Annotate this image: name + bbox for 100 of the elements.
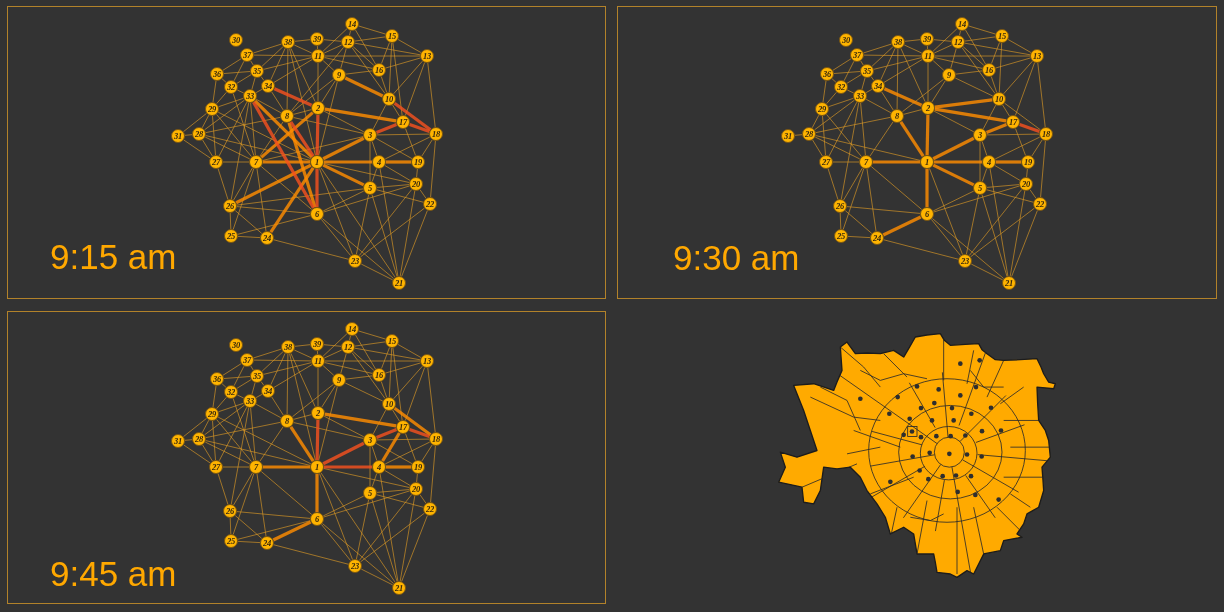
network-link bbox=[430, 140, 436, 198]
network-node: 16 bbox=[982, 63, 996, 77]
network-node: 27 bbox=[209, 155, 223, 169]
network-link bbox=[360, 263, 394, 281]
network-link bbox=[392, 104, 400, 117]
network-node: 25 bbox=[834, 229, 848, 243]
network-link bbox=[376, 189, 424, 203]
network-link bbox=[991, 42, 1000, 64]
network-link bbox=[1029, 189, 1037, 199]
network-link bbox=[371, 499, 398, 582]
network-link bbox=[397, 39, 422, 53]
network-link bbox=[205, 421, 281, 439]
network-link bbox=[317, 62, 319, 102]
network-link bbox=[965, 194, 980, 255]
network-node: 6 bbox=[920, 207, 934, 221]
network-link bbox=[902, 78, 944, 113]
network-link bbox=[360, 512, 425, 563]
network-link bbox=[883, 59, 923, 83]
network-node: 8 bbox=[280, 109, 294, 123]
network-link bbox=[250, 102, 256, 156]
network-link bbox=[979, 141, 981, 182]
network-link bbox=[263, 57, 312, 70]
network-link bbox=[218, 406, 248, 462]
network-link bbox=[230, 102, 250, 200]
network-link bbox=[255, 88, 263, 94]
network-link bbox=[345, 70, 373, 75]
network-node: 19 bbox=[411, 460, 425, 474]
network-node: 5 bbox=[363, 181, 377, 195]
network-link bbox=[261, 351, 284, 372]
network-node: 35 bbox=[860, 64, 874, 78]
network-link bbox=[933, 185, 1020, 213]
network-link bbox=[380, 76, 388, 93]
network-link bbox=[323, 185, 410, 213]
network-link bbox=[371, 473, 378, 487]
network-link bbox=[404, 62, 426, 116]
network-link bbox=[321, 385, 336, 408]
network-node: 21 bbox=[392, 276, 406, 290]
network-link bbox=[828, 97, 854, 108]
network-node: 4 bbox=[372, 155, 386, 169]
network-node: 29 bbox=[815, 102, 829, 116]
network-link bbox=[322, 190, 365, 212]
network-node: 10 bbox=[382, 397, 396, 411]
network-link bbox=[986, 184, 1020, 188]
network-node: 1 bbox=[310, 460, 324, 474]
network-link bbox=[233, 167, 253, 201]
network-link bbox=[260, 471, 313, 515]
network-link bbox=[351, 352, 386, 399]
network-node: 26 bbox=[833, 199, 847, 213]
network-link bbox=[931, 218, 1005, 279]
network-link bbox=[222, 466, 250, 468]
network-link bbox=[251, 382, 256, 395]
network-node: 5 bbox=[363, 486, 377, 500]
network-link bbox=[929, 168, 963, 255]
network-node: 21 bbox=[1002, 276, 1016, 290]
network-link bbox=[289, 353, 316, 461]
network-link bbox=[352, 351, 375, 371]
network-link bbox=[405, 128, 416, 156]
network-link bbox=[393, 101, 432, 132]
network-link bbox=[1007, 39, 1032, 53]
network-link bbox=[183, 112, 207, 133]
network-node: 12 bbox=[341, 35, 355, 49]
graph-panel bbox=[7, 6, 606, 299]
network-link bbox=[236, 379, 252, 389]
network-node: 15 bbox=[385, 29, 399, 43]
network-link bbox=[292, 383, 334, 418]
network-link bbox=[421, 444, 433, 462]
network-link bbox=[315, 419, 320, 461]
network-link bbox=[320, 167, 396, 278]
network-link bbox=[1031, 139, 1043, 157]
network-node: 15 bbox=[385, 334, 399, 348]
network-link bbox=[236, 206, 311, 214]
network-link bbox=[954, 77, 994, 97]
network-node: 19 bbox=[411, 155, 425, 169]
network-link bbox=[1004, 102, 1041, 131]
network-node: 27 bbox=[819, 155, 833, 169]
network-link bbox=[962, 46, 985, 66]
network-link bbox=[1011, 210, 1038, 277]
network-link bbox=[324, 360, 421, 362]
network-link bbox=[866, 168, 877, 232]
network-link bbox=[932, 190, 975, 212]
network-link bbox=[1026, 168, 1028, 178]
network-node: 3 bbox=[363, 128, 377, 142]
network-link bbox=[260, 111, 314, 159]
network-link bbox=[358, 25, 386, 35]
network-node: 32 bbox=[834, 80, 848, 94]
network-node: 37 bbox=[850, 48, 864, 62]
network-link bbox=[236, 188, 364, 206]
network-link bbox=[234, 515, 263, 539]
network-link bbox=[204, 441, 251, 465]
network-link bbox=[252, 101, 315, 209]
network-link bbox=[846, 74, 862, 84]
network-link bbox=[381, 347, 390, 369]
network-link bbox=[323, 490, 410, 518]
network-link bbox=[930, 218, 962, 257]
network-link bbox=[262, 136, 364, 161]
network-link bbox=[204, 404, 245, 436]
network-node: 30 bbox=[229, 338, 243, 352]
network-link bbox=[202, 139, 213, 157]
network-link bbox=[222, 161, 250, 163]
network-link bbox=[826, 113, 862, 158]
